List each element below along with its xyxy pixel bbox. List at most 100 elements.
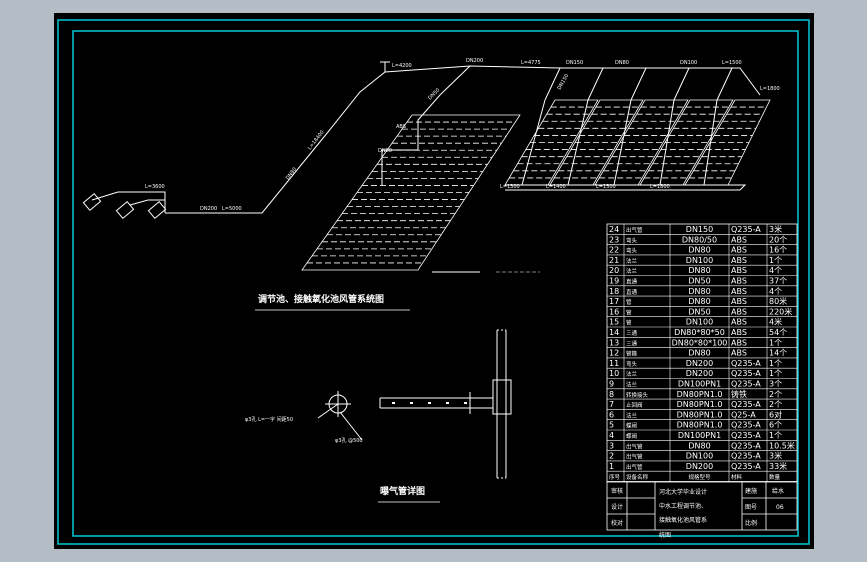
table-cell: 17 [609, 297, 619, 306]
table-cell: 3米 [769, 224, 782, 234]
table-cell: 管箍 [626, 350, 638, 358]
table-cell: 止回阀 [626, 401, 643, 409]
table-cell: 11 [609, 359, 619, 368]
table-cell: Q235-A [731, 421, 761, 430]
main-drawing-title: 调节池、接触氧化池风管系统图 [258, 293, 384, 305]
table-cell: 16 [609, 307, 619, 316]
pipe-label: L=5000 [222, 206, 242, 212]
table-cell: DN100PN1 [678, 380, 721, 389]
table-cell: 出气管 [626, 463, 643, 471]
table-cell: 10 [609, 369, 619, 378]
pipe-label: L=1800 [760, 86, 780, 92]
table-cell: DN80 [688, 287, 710, 296]
table-cell: DN80/50 [682, 235, 717, 244]
project-line-1: 河北大学毕业设计 [659, 488, 707, 496]
table-cell: 蝶阀 [626, 422, 637, 430]
field-value-2: 06 [776, 504, 784, 511]
table-cell: Q235-A [731, 359, 761, 368]
pipe-label: L=1500 [722, 60, 742, 66]
table-cell: Q235-A [731, 452, 761, 461]
pipe-label: DN80 [615, 60, 629, 66]
table-cell: Q235-A [731, 400, 761, 409]
aeration-pipe-hatches [307, 106, 767, 264]
table-cell: 7 [609, 400, 614, 409]
table-cell: 6对 [769, 409, 782, 419]
table-cell: 材料 [731, 473, 743, 481]
aeration-detail-drawing [317, 329, 512, 479]
field-label-2: 图号 [745, 504, 757, 511]
table-cell: 4个 [769, 287, 782, 296]
detail-holes [392, 402, 467, 404]
table-cell: DN200 [686, 462, 713, 471]
pipe-label: L=1500 [596, 184, 616, 190]
pipe-label: DN150 [566, 60, 583, 66]
table-cell: 序号 [609, 473, 621, 481]
designer-label: 设计 [611, 503, 623, 511]
table-cell: 2个 [769, 390, 782, 399]
pipe-label: L=3600 [145, 184, 165, 190]
table-cell: DN50 [688, 307, 710, 316]
table-cell: 19 [609, 277, 619, 286]
regulating-tank-grid [301, 114, 521, 271]
table-cell: DN100 [686, 452, 713, 461]
table-cell: 管 [626, 308, 632, 316]
table-cell: 80米 [769, 296, 787, 306]
blower-3 [147, 200, 167, 220]
table-cell: 弯头 [626, 360, 638, 368]
table-cell: ABS [731, 318, 747, 327]
table-cell: Q25-A [731, 410, 756, 419]
table-cell: 1 [609, 462, 614, 471]
table-cell: 转换接头 [626, 391, 649, 399]
table-cell: DN100 [686, 318, 713, 327]
detail-spacing-label: φ3孔 @500 [335, 437, 363, 444]
table-cell: 4个 [769, 266, 782, 275]
table-cell: 20 [609, 266, 619, 275]
table-cell: 15 [609, 318, 619, 327]
table-cell: Q235-A [731, 225, 761, 234]
table-cell: 33米 [769, 461, 787, 471]
table-cell: 管 [626, 298, 632, 306]
table-cell: 24 [609, 225, 619, 234]
table-cell: ABS [731, 287, 747, 296]
table-cell: DN80PN1.0 [677, 400, 723, 409]
table-cell: 8 [609, 390, 614, 399]
table-cell: 数量 [769, 473, 781, 481]
table-cell: Q235-A [731, 462, 761, 471]
table-cell: ABS [731, 235, 747, 244]
table-cell: 1个 [769, 256, 782, 265]
field-value-1: 给水 [772, 487, 784, 495]
pipe-label: DN200 [466, 58, 483, 64]
table-cell: 蝶阀 [626, 432, 637, 440]
table-cell: 1个 [769, 431, 782, 440]
pipe-label: L=4775 [521, 60, 541, 66]
table-cell: DN80 [688, 266, 710, 275]
table-cell: 23 [609, 235, 619, 244]
table-cell: 18 [609, 287, 619, 296]
table-cell: 13 [609, 338, 619, 347]
table-cell: 5 [609, 421, 614, 430]
table-cell: 6个 [769, 421, 782, 430]
table-cell: 220米 [769, 306, 792, 316]
table-cell: 54个 [769, 328, 787, 337]
pipe-label: L=1300 [500, 184, 520, 190]
title-block-text: 审核 设计 校对 河北大学毕业设计 中水工程调节池、 接触氧化池风管系 统图 建… [611, 487, 784, 539]
blower-2 [115, 200, 135, 220]
table-cell: 12 [609, 349, 619, 358]
pipe-label: DN100 [680, 60, 697, 66]
table-cell: ABS [731, 338, 747, 347]
table-cell: Q235-A [731, 380, 761, 389]
table-cell: ABS [731, 328, 747, 337]
table-cell: 2个 [769, 400, 782, 409]
table-cell: DN80PN1.0 [677, 421, 723, 430]
pipe-label: L=1400 [546, 184, 566, 190]
table-cell: 1个 [769, 359, 782, 368]
table-cell: 3米 [769, 451, 782, 461]
table-cell: 铸铁 [731, 389, 747, 399]
table-cell: 法兰 [626, 257, 638, 265]
title-block [606, 481, 798, 531]
table-cell: 管 [626, 319, 632, 327]
table-cell: 14个 [769, 349, 787, 358]
pipe-label: L=1800 [650, 184, 670, 190]
outer-frame [57, 19, 810, 545]
